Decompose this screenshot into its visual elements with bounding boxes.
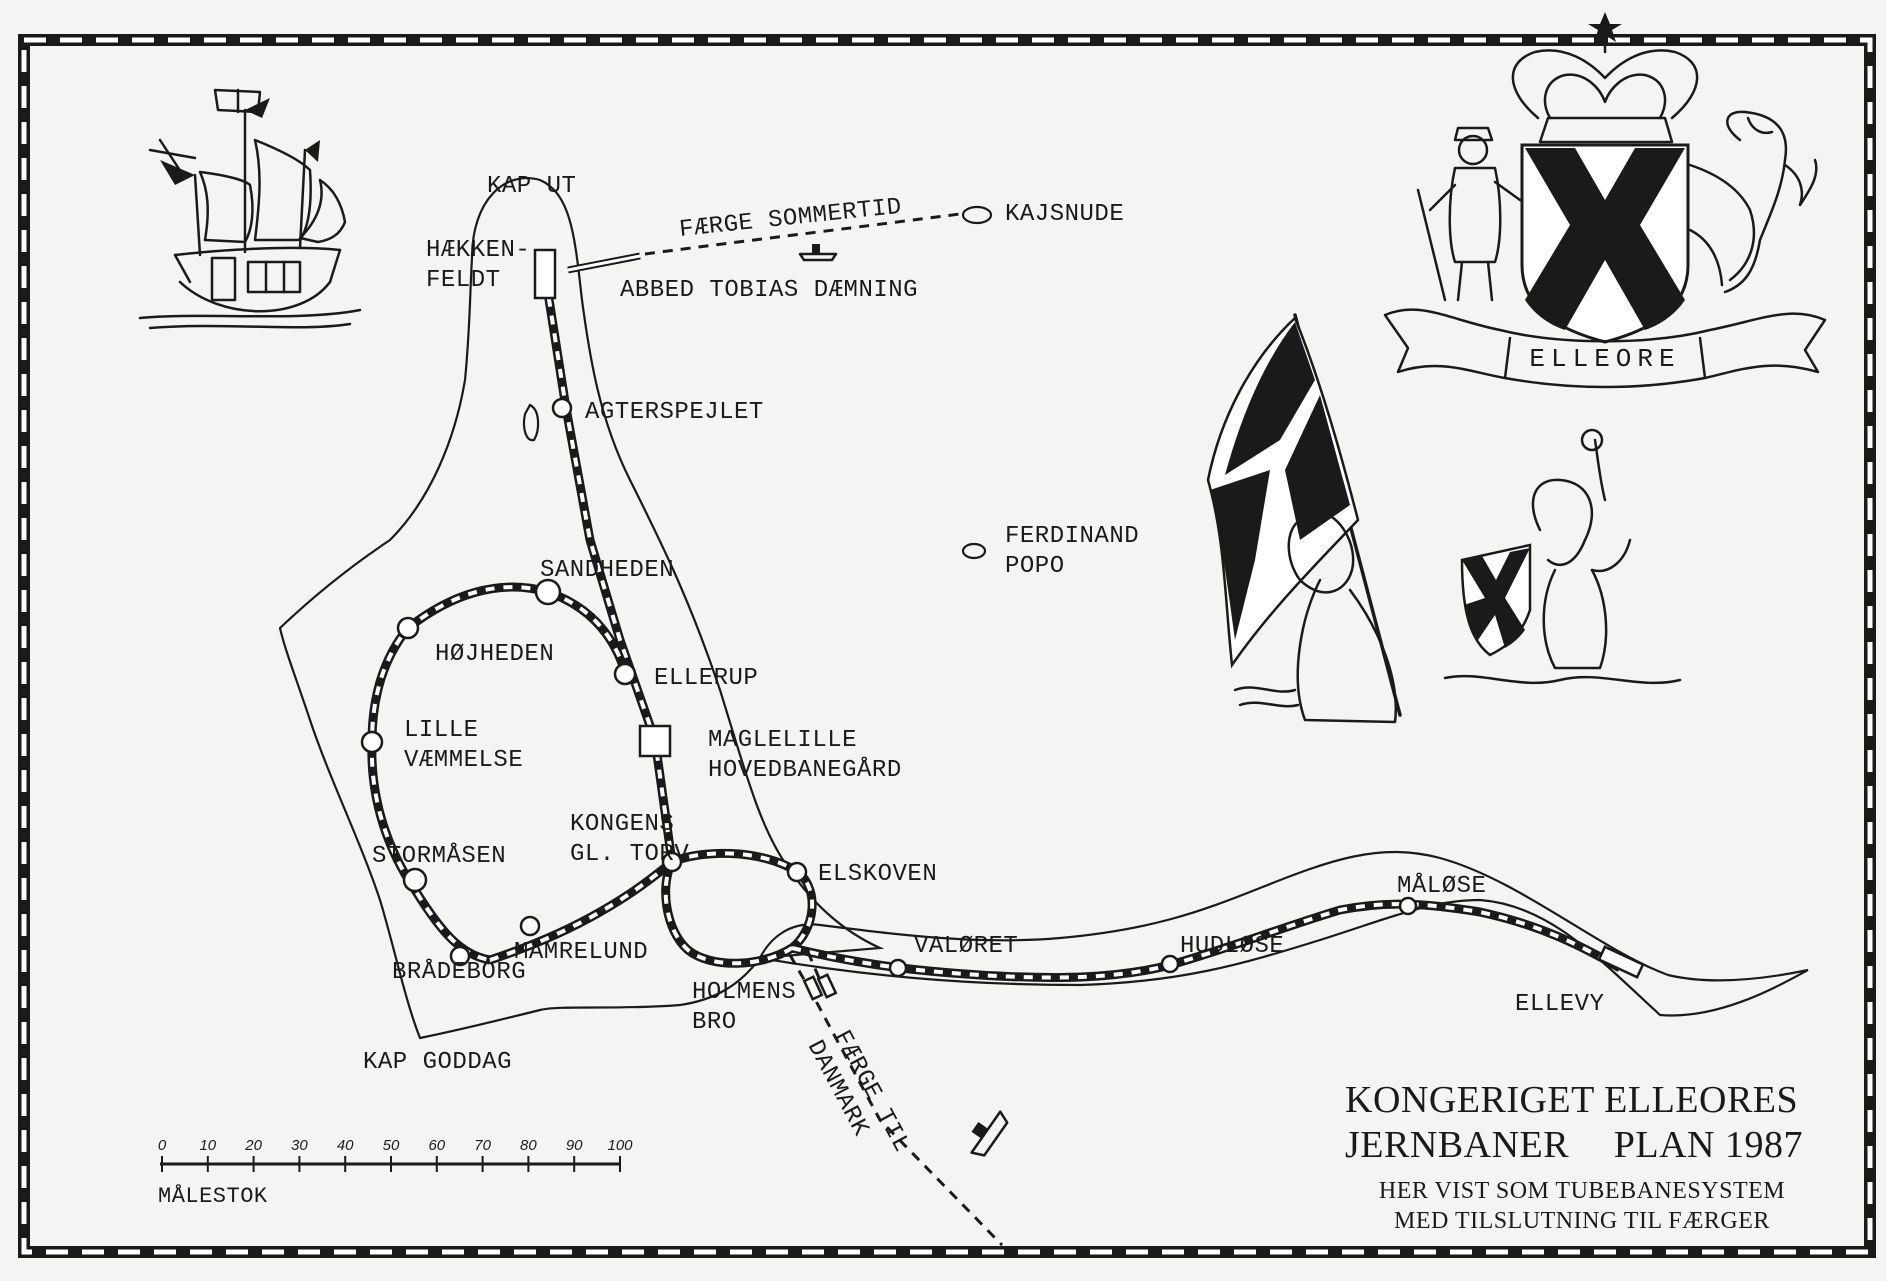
station-malose (1398, 896, 1418, 916)
label-kap-goddag: KAP GODDAG (363, 1049, 512, 1076)
ferry-sommertid-route (644, 212, 961, 256)
station-maglelille (638, 724, 672, 758)
flag-bearer-figure (1206, 313, 1402, 724)
label-lille-vaemmelse-1: LILLE (404, 717, 479, 744)
label-kajsnude: KAJSNUDE (1005, 201, 1124, 228)
label-hojheden: HØJHEDEN (435, 641, 554, 668)
label-maglelille-2: HOVEDBANEGÅRD (708, 756, 902, 784)
station-hudlose (1160, 954, 1180, 974)
mermaid-figure (1443, 428, 1682, 685)
island-ferdinand-popo (961, 542, 987, 560)
scale-tick-label: 70 (474, 1137, 491, 1154)
label-stormasen: STORMÅSEN (372, 842, 506, 870)
label-maglelille-1: MAGLELILLE (708, 727, 857, 754)
scale-tick-label: 30 (291, 1137, 308, 1154)
scale-ticks (161, 1156, 621, 1172)
ferry-boat-south-icon (970, 1110, 1009, 1157)
station-sandheden (534, 578, 562, 606)
map-title-line2-left: JERNBANER (1345, 1124, 1569, 1166)
scale-tick-labels: 0 10 20 30 40 50 60 70 80 90 100 (158, 1137, 633, 1154)
ferry-boat-north-icon (798, 244, 838, 262)
map-subtitle-line1: HER VIST SOM TUBEBANESYSTEM (1379, 1178, 1785, 1204)
map-title-line1: KONGERIGET ELLEORES (1345, 1079, 1798, 1121)
scale-tick-label: 100 (607, 1137, 633, 1154)
scale-tick-label: 20 (244, 1137, 262, 1154)
label-holmens-1: HOLMENS (692, 979, 796, 1006)
station-agterspejlet (551, 397, 573, 419)
map-subtitle-line2: MED TILSLUTNING TIL FÆRGER (1394, 1208, 1770, 1234)
soldier-supporter-icon (1416, 126, 1522, 302)
label-hudlose: HUDLØSE (1180, 933, 1284, 960)
station-holmens-bro (802, 973, 838, 1001)
station-hojheden (396, 616, 420, 640)
label-elskoven: ELSKOVEN (818, 861, 937, 888)
label-ellevy: ELLEVY (1515, 991, 1604, 1018)
station-stormasen (402, 867, 428, 893)
map-frame (18, 34, 1876, 1258)
label-ferdinand-popo-2: POPO (1005, 553, 1065, 580)
scale-tick-label: 80 (520, 1137, 537, 1154)
scale-label: MÅLESTOK (158, 1183, 268, 1209)
label-bradeborg: BRÅDEBORG (392, 958, 526, 986)
label-sandheden: SANDHEDEN (540, 557, 674, 584)
scale-bar: 0 10 20 30 40 50 60 70 80 90 100 MÅLESTOK (158, 1137, 633, 1209)
station-ellerup (613, 662, 637, 686)
main-island-coast (278, 177, 885, 1040)
scale-tick-label: 90 (566, 1137, 583, 1154)
label-holmens-2: BRO (692, 1009, 737, 1036)
label-malose: MÅLØSE (1397, 872, 1486, 900)
station-mamrelund (519, 915, 541, 937)
coat-of-arms: ELLEORE (1383, 12, 1827, 389)
label-valoret: VALØRET (914, 933, 1018, 960)
label-kongens-2: GL. TORV (570, 841, 689, 868)
small-island-west (522, 403, 540, 442)
island-kajsnude (961, 205, 993, 225)
label-ferdinand-popo-1: FERDINAND (1005, 523, 1139, 550)
station-hakkenfeldt (533, 248, 557, 300)
title-block: KONGERIGET ELLEORES JERNBANER PLAN 1987 … (1345, 1079, 1803, 1234)
scale-tick-label: 10 (199, 1137, 216, 1154)
station-valoret (888, 958, 908, 978)
ferry-routes (567, 212, 1004, 1247)
station-ellevy (1597, 945, 1645, 979)
label-kap-ut: KAP UT (487, 173, 576, 200)
station-elskoven (786, 861, 808, 883)
ferry-danmark-route (788, 954, 1004, 1247)
label-hakkenfeldt-2: FELDT (426, 267, 501, 294)
banner-scroll (1383, 308, 1827, 389)
station-bradeborg (449, 945, 471, 967)
crest-banner-label: ELLEORE (1529, 344, 1680, 374)
shield-icon (1520, 143, 1690, 344)
crown-icon (1511, 12, 1699, 144)
label-hakkenfeldt-1: HÆKKEN- (426, 237, 530, 264)
scale-tick-label: 60 (428, 1137, 445, 1154)
label-kongens-1: KONGENS (570, 811, 674, 838)
scale-tick-label: 40 (337, 1137, 354, 1154)
lion-supporter-icon (1688, 110, 1818, 294)
map-title-line2-right: PLAN 1987 (1614, 1124, 1803, 1166)
stations (360, 248, 1645, 1001)
scale-tick-label: 0 (158, 1137, 167, 1154)
east-peninsula-coast (758, 850, 1809, 1017)
label-abbed-tobias: ABBED TOBIAS DÆMNING (620, 277, 918, 304)
label-lille-vaemmelse-2: VÆMMELSE (404, 747, 523, 774)
scale-tick-label: 50 (383, 1137, 400, 1154)
station-kongens-gl-torv (661, 851, 683, 873)
label-agterspejlet: AGTERSPEJLET (585, 399, 764, 426)
label-mamrelund: MAMRELUND (514, 939, 648, 966)
label-ellerup: ELLERUP (654, 665, 758, 692)
station-lille-vaemmelse (360, 730, 384, 754)
sailing-ship-icon (138, 88, 362, 330)
